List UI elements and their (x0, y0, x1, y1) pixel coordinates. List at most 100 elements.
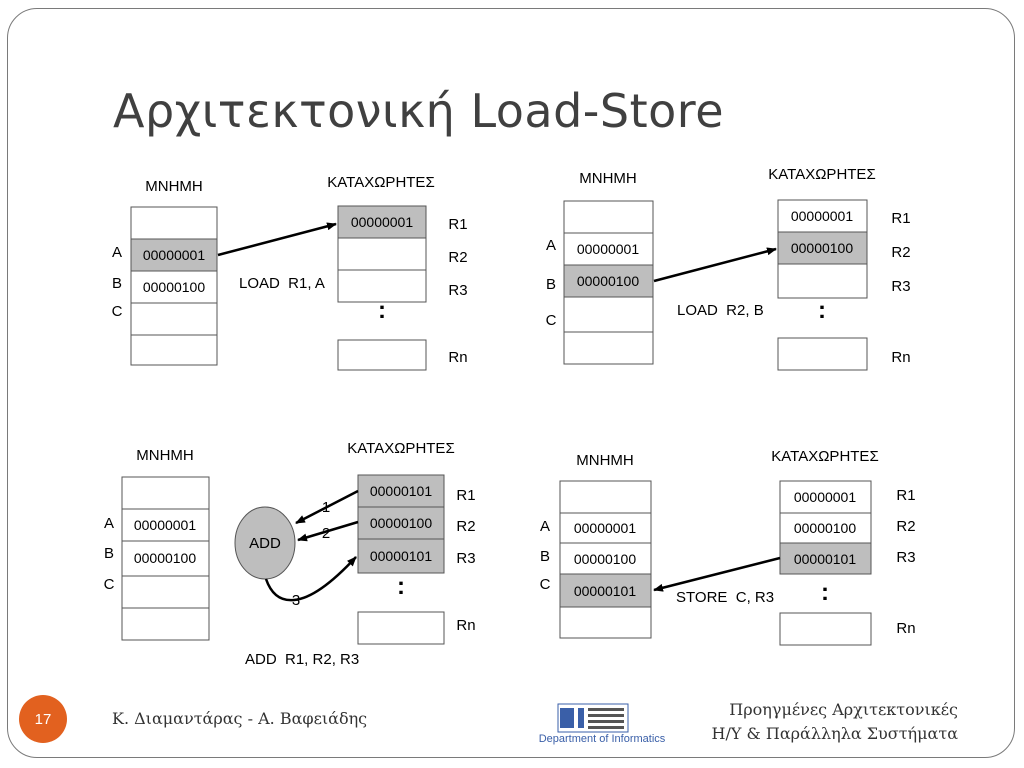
register-ellipsis: : (378, 297, 386, 324)
register-rn (779, 612, 872, 646)
memory-column: 00000001 00000100 (121, 476, 210, 641)
instruction-label: LOAD R2, B (677, 302, 764, 319)
register-label-r2: R2 (891, 244, 910, 261)
register-label-rn: Rn (896, 620, 915, 637)
register-label-r1: R1 (896, 487, 915, 504)
register-column: 00000101 00000100 00000101 (357, 474, 445, 645)
memory-value: 00000001 (577, 241, 640, 257)
address-label-a: A (112, 244, 122, 261)
memory-cell-c (563, 296, 654, 333)
step-label-3: 3 (292, 592, 300, 609)
register-value: 00000100 (794, 520, 857, 536)
register-r3 (779, 542, 872, 575)
instruction-label: STORE C, R3 (676, 589, 774, 606)
memory-cell-c (130, 302, 218, 336)
register-label-r3: R3 (896, 549, 915, 566)
address-label-c: C (104, 576, 115, 593)
department-logo: Department of Informatics (539, 703, 666, 745)
step-label-1: 1 (322, 499, 330, 516)
memory-value: 00000001 (143, 247, 206, 263)
footer-authors: Κ. Διαμαντάρας - Α. Βαφειάδης (112, 709, 368, 728)
register-value: 00000001 (794, 489, 857, 505)
slide-frame (7, 8, 1015, 758)
address-label-b: B (540, 548, 550, 565)
memory-value: 00000100 (134, 550, 197, 566)
step-label-2: 2 (322, 525, 330, 542)
instruction-label: LOAD R1, A (239, 275, 325, 292)
memory-cell-c (121, 575, 210, 609)
memory-header: ΜΝΗΜΗ (576, 452, 634, 469)
register-r3 (337, 269, 427, 303)
register-value: 00000101 (794, 551, 857, 567)
logo-line (588, 714, 624, 717)
footer-course: Προηγμένες Αρχιτεκτονικές Η/Υ & Παράλληλ… (712, 698, 958, 746)
register-label-r1: R1 (891, 210, 910, 227)
register-ellipsis: : (818, 297, 826, 324)
registers-header: ΚΑΤΑΧΩΡΗΤΕΣ (347, 440, 454, 457)
memory-value: 00000001 (134, 517, 197, 533)
register-r1 (777, 199, 868, 233)
footer-course-line2: Η/Υ & Παράλληλα Συστήματα (711, 724, 958, 743)
register-label-r2: R2 (448, 249, 467, 266)
register-value: 00000101 (370, 548, 433, 564)
register-label-r1: R1 (456, 487, 475, 504)
slide-title: Αρχιτεκτονική Load-Store (113, 84, 724, 138)
register-value: 00000100 (791, 240, 854, 256)
register-label-rn: Rn (448, 349, 467, 366)
memory-cell-b (130, 270, 218, 304)
registers-header: ΚΑΤΑΧΩΡΗΤΕΣ (768, 166, 875, 183)
memory-cell (130, 206, 218, 240)
panel-load-b: ΜΝΗΜΗ ΚΑΤΑΧΩΡΗΤΕΣ 00000001 00000100 A B … (546, 166, 911, 371)
registers-header: ΚΑΤΑΧΩΡΗΤΕΣ (771, 448, 878, 465)
page-number-badge: 17 (19, 695, 67, 743)
logo-block (578, 708, 584, 728)
register-label-r3: R3 (456, 550, 475, 567)
operand-arrow-r2 (297, 520, 359, 542)
register-label-r3: R3 (891, 278, 910, 295)
memory-header: ΜΝΗΜΗ (136, 447, 194, 464)
register-label-r1: R1 (448, 216, 467, 233)
memory-header: ΜΝΗΜΗ (579, 170, 637, 187)
register-value: 00000101 (370, 483, 433, 499)
memory-cell-a (121, 508, 210, 542)
memory-cell (563, 200, 654, 234)
register-label-rn: Rn (456, 617, 475, 634)
register-rn (337, 339, 427, 371)
registers-header: ΚΑΤΑΧΩΡΗΤΕΣ (327, 174, 434, 191)
address-label-b: B (112, 275, 122, 292)
register-value: 00000001 (351, 214, 414, 230)
register-r2 (337, 237, 427, 271)
result-arrow-r3 (264, 556, 357, 602)
panel-add: ΜΝΗΜΗ ΚΑΤΑΧΩΡΗΤΕΣ 00000001 00000100 A B … (104, 440, 476, 668)
register-r2 (779, 512, 872, 544)
memory-cell (121, 607, 210, 641)
data-flow-arrow (653, 556, 781, 592)
data-flow-arrow (217, 222, 337, 257)
memory-cell (121, 476, 210, 510)
address-label-a: A (546, 237, 556, 254)
address-label-b: B (104, 545, 114, 562)
address-label-b: B (546, 276, 556, 293)
register-label-r2: R2 (456, 518, 475, 535)
register-ellipsis: : (397, 573, 405, 600)
memory-value: 00000100 (574, 551, 637, 567)
register-value: 00000001 (791, 208, 854, 224)
address-label-c: C (540, 576, 551, 593)
memory-column: 00000001 00000100 (130, 206, 218, 366)
memory-cell (559, 606, 652, 639)
logo-text: Department of Informatics (539, 733, 666, 745)
register-label-rn: Rn (891, 349, 910, 366)
data-flow-arrow (653, 247, 777, 283)
memory-cell (130, 334, 218, 366)
operand-arrow-r1 (295, 489, 359, 525)
register-column: 00000001 00000100 (777, 199, 868, 371)
register-r1 (779, 480, 872, 514)
memory-cell-a (130, 238, 218, 272)
memory-column: 00000001 00000100 00000101 (559, 480, 652, 639)
register-r1 (357, 474, 445, 508)
memory-column: 00000001 00000100 (563, 200, 654, 365)
register-rn (777, 337, 868, 371)
footer-course-line1: Προηγμένες Αρχιτεκτονικές (729, 700, 958, 719)
memory-cell-a (563, 232, 654, 266)
